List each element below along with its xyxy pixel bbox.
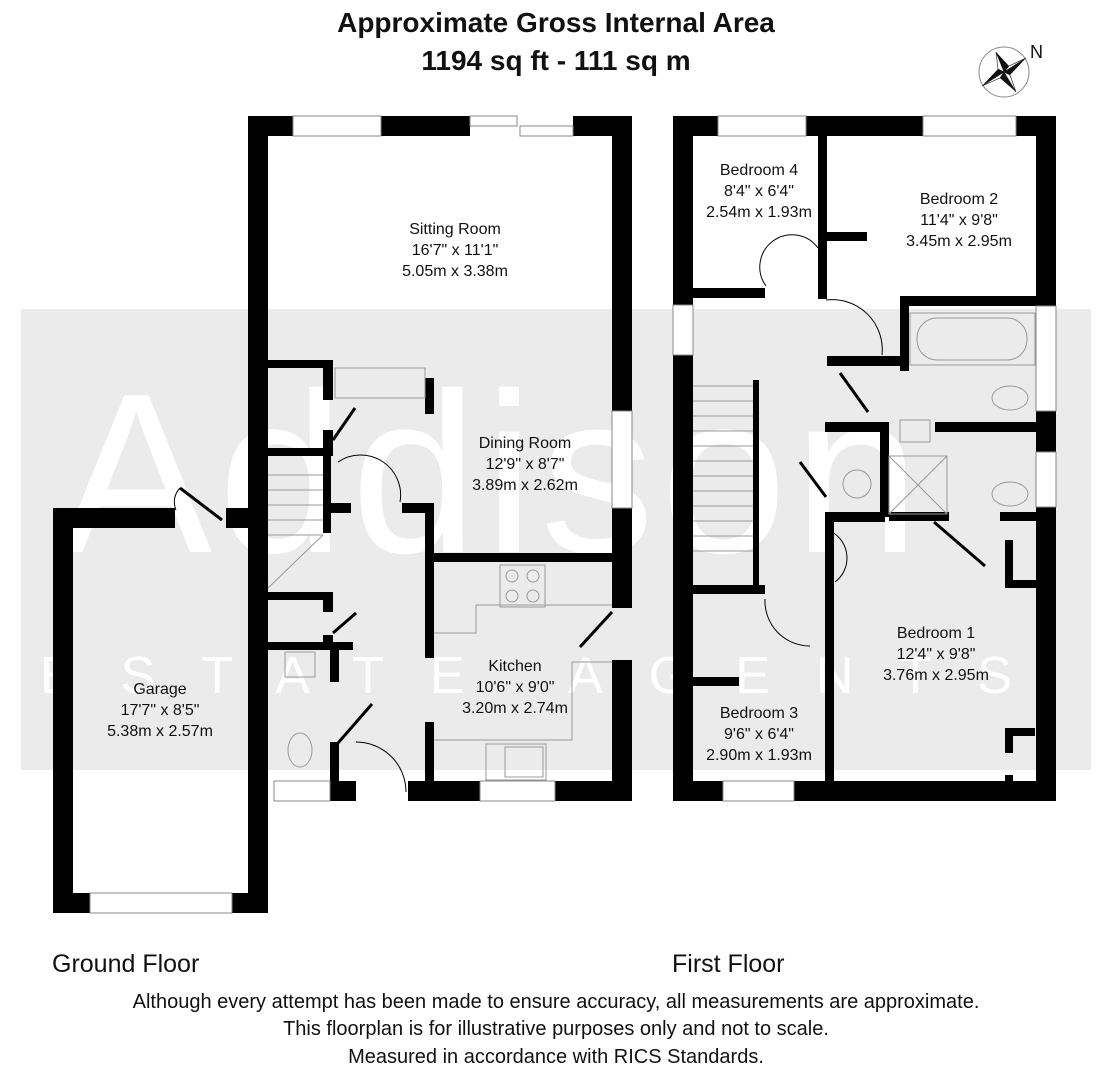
disclaimer-line-1: Although every attempt has been made to …: [132, 991, 980, 1013]
room-metric: 3.89m x 2.62m: [472, 477, 578, 494]
room-dining-room: Dining Room 12'9" x 8'7" 3.89m x 2.62m: [430, 433, 620, 496]
room-imperial: 12'4" x 9'8": [896, 646, 976, 663]
plan-title: Approximate Gross Internal Area: [337, 7, 775, 38]
room-metric: 2.90m x 1.93m: [706, 747, 812, 764]
room-imperial: 17'7" x 8'5": [120, 702, 200, 719]
room-name: Bedroom 1: [896, 625, 976, 642]
room-metric: 3.76m x 2.95m: [883, 667, 989, 684]
room-bedroom-3: Bedroom 3 9'6" x 6'4" 2.90m x 1.93m: [664, 703, 854, 766]
room-name: Garage: [133, 681, 187, 698]
room-imperial: 12'9" x 8'7": [485, 456, 565, 473]
room-name: Bedroom 3: [719, 705, 799, 722]
room-imperial: 8'4" x 6'4": [724, 183, 794, 200]
ground-floor-label: Ground Floor: [52, 950, 200, 978]
room-metric: 2.54m x 1.93m: [706, 204, 812, 221]
room-imperial: 9'6" x 6'4": [724, 726, 794, 743]
room-sitting-room: Sitting Room 16'7" x 11'1" 5.05m x 3.38m: [360, 219, 550, 282]
disclaimer-line-2: This floorplan is for illustrative purpo…: [283, 1018, 829, 1040]
room-bedroom-4: Bedroom 4 8'4" x 6'4" 2.54m x 1.93m: [664, 160, 854, 223]
room-bedroom-2: Bedroom 2 11'4" x 9'8" 3.45m x 2.95m: [864, 189, 1054, 252]
room-kitchen: Kitchen 10'6" x 9'0" 3.20m x 2.74m: [420, 656, 610, 719]
gross-area: 1194 sq ft - 111 sq m: [421, 45, 691, 76]
room-name: Bedroom 2: [919, 191, 999, 208]
first-floor-label: First Floor: [672, 950, 785, 978]
room-name: Kitchen: [488, 658, 542, 675]
room-name: Sitting Room: [409, 221, 501, 238]
room-garage: Garage 17'7" x 8'5" 5.38m x 2.57m: [65, 679, 255, 742]
room-bedroom-1: Bedroom 1 12'4" x 9'8" 3.76m x 2.95m: [841, 623, 1031, 686]
room-name: Bedroom 4: [719, 162, 799, 179]
watermark-brand: Addison: [60, 347, 926, 601]
disclaimer-line-3: Measured in accordance with RICS Standar…: [348, 1046, 764, 1068]
room-imperial: 11'4" x 9'8": [920, 212, 998, 229]
watermark-tagline: ESTATE AGENTS: [40, 647, 1058, 705]
room-name: Dining Room: [478, 435, 572, 452]
room-metric: 5.05m x 3.38m: [402, 263, 508, 280]
room-metric: 3.20m x 2.74m: [462, 700, 568, 717]
watermark-band: [21, 309, 1091, 770]
room-metric: 5.38m x 2.57m: [107, 723, 213, 740]
north-compass-icon: N: [974, 40, 1044, 102]
room-imperial: 10'6" x 9'0": [475, 679, 555, 696]
room-metric: 3.45m x 2.95m: [906, 233, 1012, 250]
north-label: N: [1030, 42, 1043, 62]
room-imperial: 16'7" x 11'1": [411, 242, 499, 259]
